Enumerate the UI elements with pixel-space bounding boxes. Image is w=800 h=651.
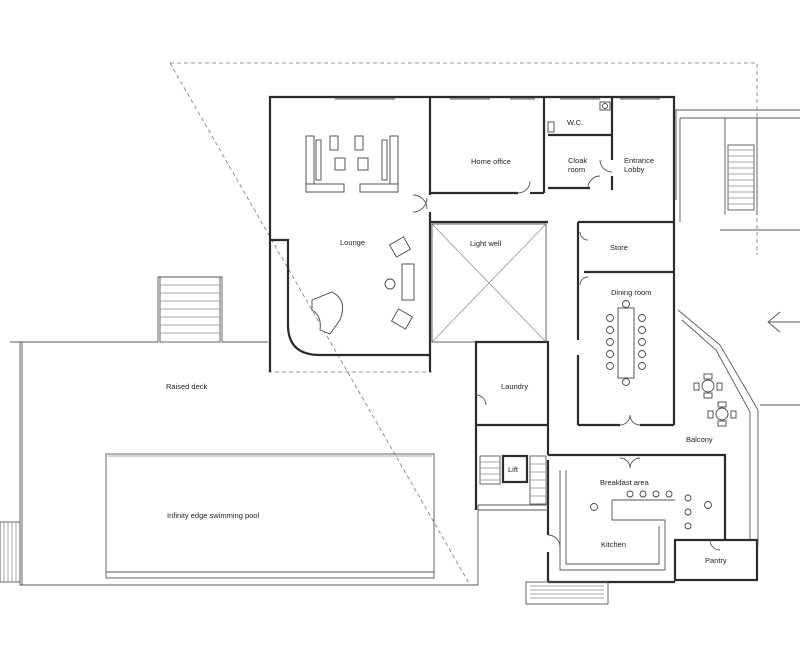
label-kitchen: Kitchen xyxy=(601,540,626,549)
deck-stairs xyxy=(159,276,221,343)
label-pool: Infinity edge swimming pool xyxy=(167,511,259,520)
wc-fixtures xyxy=(547,101,611,133)
label-lounge: Lounge xyxy=(340,238,365,247)
room-labels: W.C. Home office Cloak room Entrance Lob… xyxy=(166,118,727,565)
label-lift: Lift xyxy=(508,465,519,474)
balcony-outline xyxy=(677,309,759,545)
roof-outline xyxy=(169,62,758,586)
grand-piano-icon xyxy=(311,291,344,335)
label-home-office: Home office xyxy=(471,157,511,166)
entrance-arrow-icon xyxy=(767,311,800,333)
swimming-pool xyxy=(105,453,435,579)
east-terrace xyxy=(674,109,800,406)
kitchen-fittings xyxy=(559,470,712,571)
lounge-sofas xyxy=(305,135,399,193)
label-raised-deck: Raised deck xyxy=(166,382,208,391)
light-well-void xyxy=(431,223,547,343)
label-store: Store xyxy=(610,243,628,252)
label-balcony: Balcony xyxy=(686,435,713,444)
label-entrance-lobby-1: Entrance xyxy=(624,156,654,165)
label-cloak-room-1: Cloak xyxy=(568,156,587,165)
lift-core xyxy=(478,454,548,511)
label-laundry: Laundry xyxy=(501,382,528,391)
label-light-well: Light well xyxy=(470,239,502,248)
lounge-armchairs xyxy=(384,236,415,330)
label-pantry: Pantry xyxy=(705,556,727,565)
kitchen-steps xyxy=(525,581,609,605)
label-wc: W.C. xyxy=(567,118,583,127)
pool-side-steps xyxy=(0,521,21,583)
label-entrance-lobby-2: Lobby xyxy=(624,165,645,174)
windows xyxy=(335,98,677,200)
dining-table xyxy=(606,300,646,386)
building-walls xyxy=(268,95,759,584)
balcony-tables xyxy=(693,373,737,427)
label-cloak-room-2: room xyxy=(568,165,585,174)
label-breakfast-area: Breakfast area xyxy=(600,478,650,487)
label-dining-room: Dining room xyxy=(611,288,651,297)
